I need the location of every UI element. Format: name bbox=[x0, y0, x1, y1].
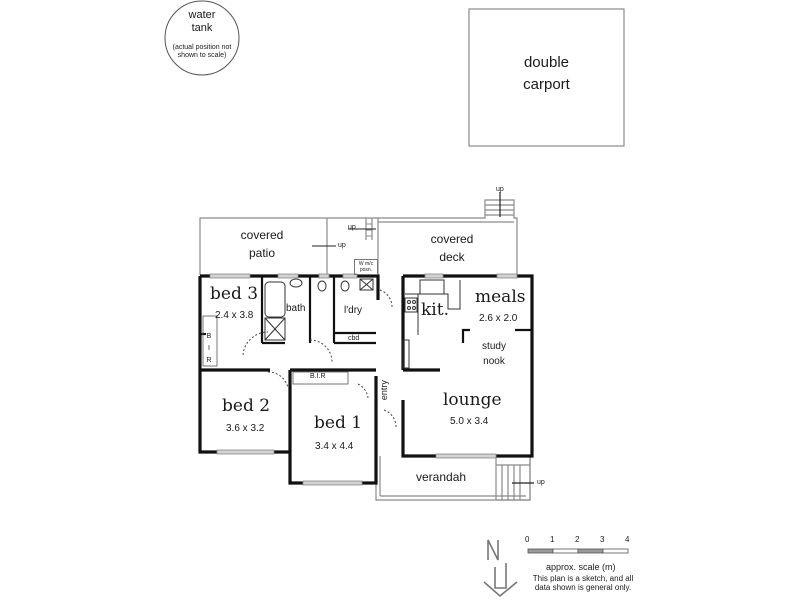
study-nook-label: study nook bbox=[474, 340, 514, 369]
bed3-name: bed 3 bbox=[210, 284, 259, 304]
meals-size: 2.6 x 2.0 bbox=[479, 313, 518, 324]
bed1-name: bed 1 bbox=[314, 413, 363, 433]
bir-b: B bbox=[206, 333, 212, 340]
entry-label: entry bbox=[378, 380, 389, 401]
lounge-size: 5.0 x 3.4 bbox=[450, 416, 489, 427]
scale-tick-0: 0 bbox=[525, 535, 530, 544]
doors bbox=[242, 289, 397, 429]
carport-line2: carport bbox=[523, 75, 570, 93]
interior-walls bbox=[200, 276, 532, 345]
scale-tick-4: 4 bbox=[625, 535, 630, 544]
disclaimer-line2: data shown is general only. bbox=[534, 583, 632, 593]
scale-tick-1: 1 bbox=[550, 535, 555, 544]
scale-bar bbox=[527, 548, 629, 554]
water-tank-line1: water bbox=[188, 9, 216, 21]
fixtures bbox=[264, 278, 461, 369]
covered-patio-line2: patio bbox=[248, 246, 276, 260]
meals-name: meals bbox=[475, 287, 526, 307]
bed1-bir-label: B.I.R bbox=[310, 373, 326, 380]
covered-patio-label: covered patio bbox=[222, 226, 302, 262]
washing-machine-position: W m/c posn. bbox=[354, 259, 378, 275]
verandah-label: verandah bbox=[416, 470, 467, 484]
wardrobes bbox=[202, 315, 349, 385]
kitchen-name: kit. bbox=[421, 300, 449, 320]
lounge-name: lounge bbox=[443, 390, 502, 410]
bir-r: R bbox=[206, 356, 212, 364]
covered-deck-outline bbox=[378, 192, 518, 275]
windows bbox=[209, 273, 518, 486]
laundry-name: l'dry bbox=[344, 305, 363, 316]
disclaimer: This plan is a sketch, and all data show… bbox=[528, 574, 638, 592]
patio-steps bbox=[312, 223, 376, 247]
verandah-step-up-label: up bbox=[537, 479, 545, 486]
bed3-size: 2.4 x 3.8 bbox=[215, 310, 254, 321]
water-tank-label: water tank bbox=[162, 9, 242, 34]
scale-tick-2: 2 bbox=[575, 535, 580, 544]
bath-name: bath bbox=[286, 303, 306, 314]
study-line2: nook bbox=[483, 355, 505, 367]
patio-step-up-label-1: up bbox=[348, 224, 356, 231]
covered-deck-line2: deck bbox=[439, 250, 465, 264]
water-tank-line3: (actual position not bbox=[172, 44, 232, 51]
cupboard-name: cbd bbox=[348, 335, 360, 342]
disclaimer-line1: This plan is a sketch, and all bbox=[532, 574, 634, 583]
water-tank-line2: tank bbox=[191, 21, 213, 34]
bed1-size: 3.4 x 4.4 bbox=[315, 441, 354, 452]
north-arrow bbox=[483, 539, 518, 598]
bed2-name: bed 2 bbox=[222, 396, 271, 416]
exterior-walls bbox=[198, 274, 534, 485]
wm-line1: W m/c bbox=[358, 261, 374, 267]
water-tank-outline bbox=[164, 0, 240, 76]
carport-line1: double bbox=[523, 54, 570, 71]
covered-deck-label: covered deck bbox=[412, 230, 492, 266]
bir-i: I bbox=[208, 344, 210, 352]
patio-step-up-label-2: up bbox=[338, 242, 346, 249]
water-tank-line4: shown to scale) bbox=[177, 52, 227, 60]
water-tank-note: (actual position not shown to scale) bbox=[162, 44, 242, 60]
bed3-bir-label: B I R bbox=[205, 331, 213, 367]
carport-label: double carport bbox=[469, 52, 624, 96]
covered-deck-line1: covered bbox=[430, 232, 474, 246]
carport-outline bbox=[468, 8, 625, 147]
study-line1: study bbox=[482, 341, 506, 352]
scale-caption: approx. scale (m) bbox=[546, 562, 616, 572]
deck-step-up-label: up bbox=[496, 186, 504, 193]
bed2-size: 3.6 x 3.2 bbox=[226, 423, 265, 434]
wm-line2: posn. bbox=[359, 267, 373, 273]
scale-tick-3: 3 bbox=[600, 535, 605, 544]
covered-patio-line1: covered bbox=[240, 228, 284, 242]
